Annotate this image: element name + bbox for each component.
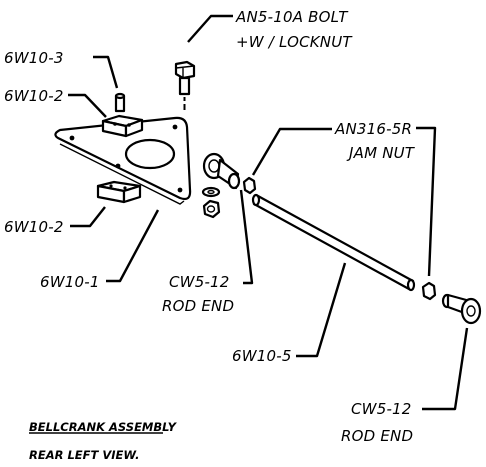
washer xyxy=(201,186,221,198)
label-bottom-block: 6W10-2 xyxy=(4,218,64,236)
rod-end-right xyxy=(441,293,482,325)
label-top-block: 6W10-2 xyxy=(4,87,64,105)
label-jam-nut-sub: JAM NUT xyxy=(346,144,416,162)
jam-nut-left xyxy=(242,176,257,195)
bolt xyxy=(174,60,196,110)
locknut xyxy=(202,199,221,219)
label-spacer: 6W10-3 xyxy=(4,49,64,67)
label-bolt-sub: +W / LOCKNUT xyxy=(236,33,353,51)
top-block xyxy=(101,114,144,138)
leader-lines xyxy=(29,14,469,434)
label-bolt: AN5-10A BOLT xyxy=(235,8,349,26)
caption-subtitle: REAR LEFT VIEW. xyxy=(29,448,139,462)
label-rod-end-right: CW5-12 xyxy=(351,400,412,418)
label-plate: 6W10-1 xyxy=(40,273,100,291)
plate-center-hole xyxy=(124,138,176,170)
spacer xyxy=(114,92,126,113)
jam-nut-right xyxy=(421,281,437,301)
bellcrank-plate xyxy=(54,116,192,205)
label-rod-end-left-sub: ROD END xyxy=(162,297,234,315)
label-rod: 6W10-5 xyxy=(232,347,292,365)
label-rod-end-left: CW5-12 xyxy=(169,273,230,291)
bottom-block xyxy=(96,180,142,204)
rod-end-left xyxy=(202,152,241,190)
label-rod-end-right-sub: ROD END xyxy=(341,427,413,445)
rod xyxy=(251,193,416,292)
label-jam-nut: AN316-5R xyxy=(334,120,412,138)
caption-title: BELLCRANK ASSEMBLY xyxy=(29,420,178,434)
